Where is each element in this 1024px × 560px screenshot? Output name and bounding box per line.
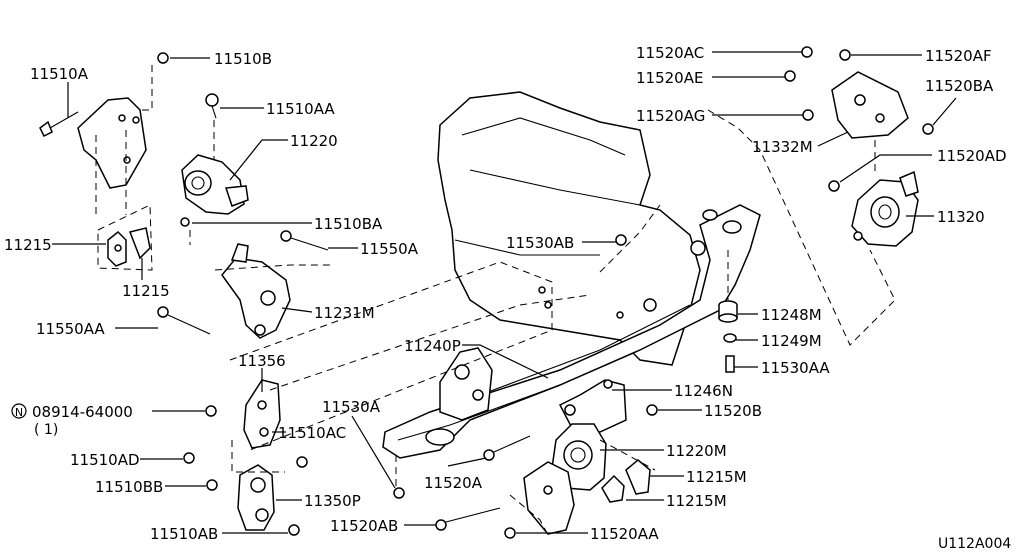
label-11356: 11356 bbox=[238, 352, 286, 370]
label-11215m-lower: 11215M bbox=[666, 492, 727, 510]
label-11220m: 11220M bbox=[666, 442, 727, 460]
bracket-11246n bbox=[558, 379, 627, 433]
n-marker-circle bbox=[11, 403, 27, 419]
label-11510ad: 11510AD bbox=[70, 451, 140, 469]
label-11215m-upper: 11215M bbox=[686, 468, 747, 486]
label-11550a: 11550A bbox=[360, 240, 419, 258]
strap-11215m-right bbox=[601, 459, 651, 503]
front-crossmember bbox=[382, 204, 761, 459]
label-08914-64000: 08914-64000 bbox=[32, 403, 133, 421]
diagram-code: U112A004 bbox=[938, 536, 1011, 552]
n-marker-letter: N bbox=[15, 406, 23, 419]
bracket-11240p bbox=[439, 347, 493, 421]
label-11510bb: 11510BB bbox=[95, 478, 163, 496]
label-11231m: 11231M bbox=[314, 304, 375, 322]
label-11520ad: 11520AD bbox=[937, 147, 1007, 165]
label-11249m: 11249M bbox=[761, 332, 822, 350]
label-11350p: 11350P bbox=[304, 492, 361, 510]
mount-11220m bbox=[523, 423, 607, 535]
part-labels: 11510B 11510A 11510AA 11220 11510BA 1155… bbox=[4, 44, 1011, 552]
hardware-fasteners bbox=[39, 46, 934, 539]
leader-lines bbox=[52, 51, 957, 534]
bracket-11332m bbox=[831, 71, 909, 139]
label-11520ab: 11520AB bbox=[330, 517, 398, 535]
label-11510aa: 11510AA bbox=[266, 100, 335, 118]
label-11510b: 11510B bbox=[214, 50, 272, 68]
label-11520a: 11520A bbox=[424, 474, 483, 492]
label-11520ae: 11520AE bbox=[636, 69, 703, 87]
label-11520ag: 11520AG bbox=[636, 107, 705, 125]
label-11320: 11320 bbox=[937, 208, 985, 226]
insulator-stack bbox=[718, 300, 738, 373]
label-11215-lower: 11215 bbox=[122, 282, 170, 300]
bracket-11510a bbox=[77, 97, 147, 189]
label-11510ac: 11510AC bbox=[278, 424, 346, 442]
label-11530ab: 11530AB bbox=[506, 234, 574, 252]
label-11240p: 11240P bbox=[404, 337, 461, 355]
label-11530aa: 11530AA bbox=[761, 359, 830, 377]
mount-11320 bbox=[851, 170, 919, 247]
label-11520aa: 11520AA bbox=[590, 525, 659, 543]
assembly-guide-lines bbox=[95, 65, 896, 536]
label-11332m: 11332M bbox=[752, 138, 813, 156]
label-11215-left: 11215 bbox=[4, 236, 52, 254]
label-11550aa: 11550AA bbox=[36, 320, 105, 338]
label-11246n: 11246N bbox=[674, 382, 733, 400]
bracket-11356 bbox=[243, 379, 281, 449]
label-11520b: 11520B bbox=[704, 402, 762, 420]
mount-11220 bbox=[181, 154, 249, 215]
label-11220: 11220 bbox=[290, 132, 338, 150]
mount-11350p bbox=[237, 464, 275, 531]
label-11248m: 11248M bbox=[761, 306, 822, 324]
label-qty: ( 1) bbox=[34, 422, 58, 438]
label-11530a: 11530A bbox=[322, 398, 381, 416]
label-11520af: 11520AF bbox=[925, 47, 992, 65]
label-11520ac: 11520AC bbox=[636, 44, 704, 62]
strap-11215-left bbox=[107, 227, 151, 267]
label-11520ba: 11520BA bbox=[925, 77, 994, 95]
bracket-11231m bbox=[221, 243, 291, 339]
label-11510a: 11510A bbox=[30, 65, 89, 83]
label-11510ba: 11510BA bbox=[314, 215, 383, 233]
label-11510ab: 11510AB bbox=[150, 525, 218, 543]
